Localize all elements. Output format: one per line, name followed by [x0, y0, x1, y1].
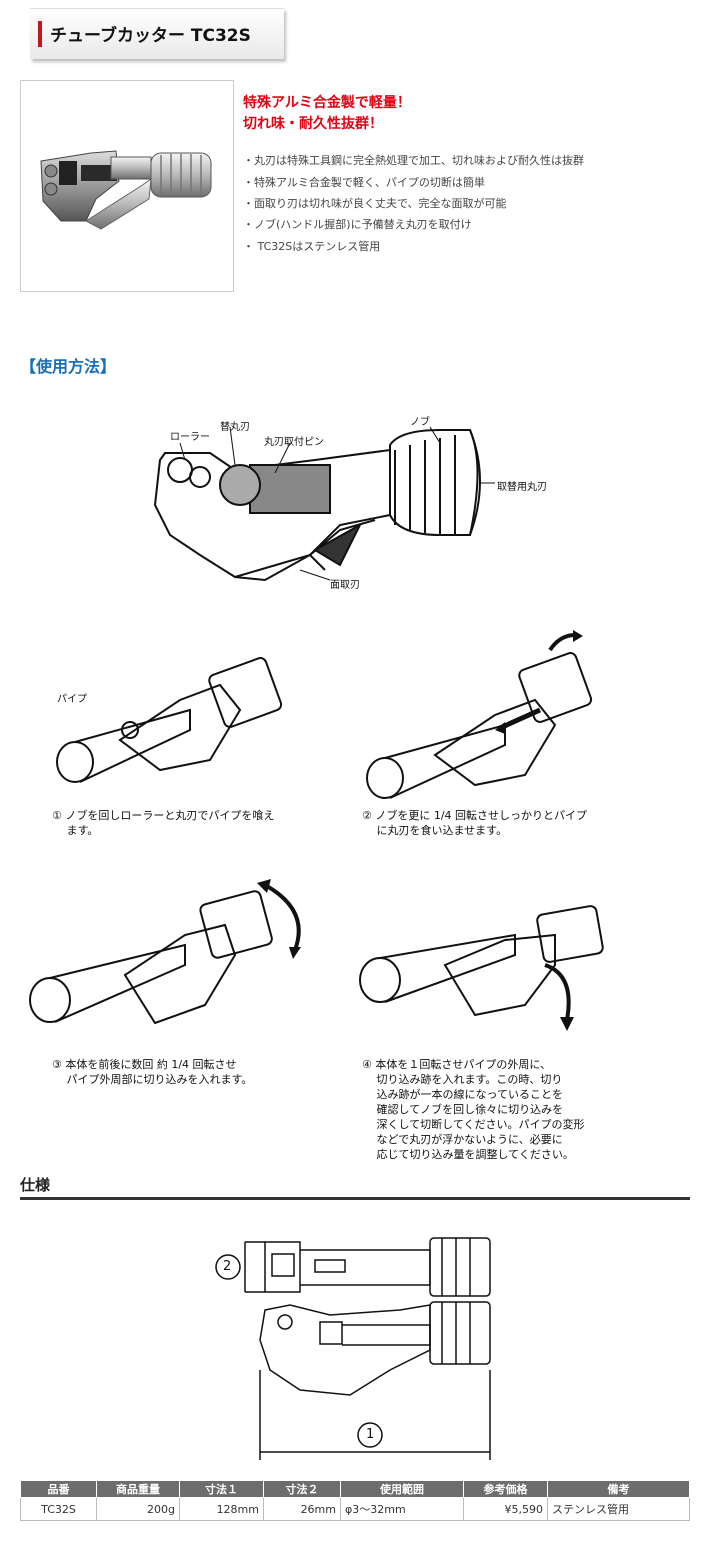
parts-diagram-drawing: [153, 426, 495, 582]
col-header-weight: 商品重量: [96, 1480, 180, 1498]
col-header-price: 参考価格: [463, 1480, 548, 1498]
spec-section-title: 仕様: [20, 1176, 51, 1194]
feature-item: ・特殊アルミ合金製で軽く、パイプの切断は簡単: [243, 176, 485, 189]
feature-item: ・ノブ(ハンドル握部)に予備替え丸刃を取付け: [243, 218, 472, 231]
tube-cutter-photo-image: [40, 150, 212, 230]
page-header: チューブカッター TC32S: [30, 8, 284, 59]
label-chamfer: 面取刃: [330, 580, 360, 591]
step4-drawing: [359, 905, 604, 1031]
step2-illustration: [355, 630, 615, 800]
catch-line-2: 切れ味・耐久性抜群！: [243, 116, 383, 132]
howto-section-title: 【使用方法】: [20, 357, 117, 376]
col-header-remarks: 備考: [547, 1480, 690, 1498]
label-blade: 替丸刃: [220, 422, 250, 433]
step3-illustration: [25, 875, 315, 1040]
step-2-text: ② ノブを更に 1/4 回転させしっかりとパイプ に丸刃を食い込ませます。: [362, 809, 588, 837]
dimension-1-label: 1: [366, 1427, 375, 1442]
col-header-dim2: 寸法２: [263, 1480, 341, 1498]
parts-diagram: [140, 405, 560, 595]
dimension-2-label: 2: [223, 1259, 232, 1274]
cell-price: ¥5,590: [463, 1497, 548, 1521]
col-header-range: 使用範囲: [340, 1480, 464, 1498]
step2-drawing: [366, 630, 593, 799]
dimension-diagram: [210, 1230, 500, 1465]
cell-dim2: 26mm: [263, 1497, 341, 1521]
feature-item: ・ TC32Sはステンレス管用: [243, 240, 381, 253]
step3-drawing: [29, 879, 301, 1025]
dimension-drawing: [215, 1237, 491, 1460]
header-accent-bar: [38, 21, 42, 47]
page-title: チューブカッター TC32S: [50, 26, 251, 46]
label-pipe: パイプ: [57, 694, 87, 705]
feature-item: ・面取り刃は切れ味が良く丈夫で、完全な面取が可能: [243, 197, 507, 210]
step1-illustration: [40, 630, 300, 800]
col-header-part-no: 品番: [20, 1480, 97, 1498]
step-1-text: ① ノブを回しローラーと丸刃でパイプを喰え ます。: [52, 809, 275, 837]
spec-divider: [20, 1197, 690, 1200]
catch-line-1: 特殊アルミ合金製で軽量！: [243, 95, 411, 111]
label-roller: ローラー: [170, 432, 210, 443]
label-spare-blade: 取替用丸刃: [497, 482, 547, 493]
product-photo: [20, 80, 234, 292]
cell-range: φ3～32mm: [340, 1497, 464, 1521]
step-4-text: ④ 本体を１回転させパイプの外周に、 切り込み跡を入れます。この時、切り 込み跡…: [362, 1058, 585, 1161]
spec-table: 品番 商品重量 寸法１ 寸法２ 使用範囲 参考価格 備考 TC32S 200g …: [20, 1480, 690, 1521]
step1-drawing: [56, 657, 283, 783]
cell-weight: 200g: [96, 1497, 180, 1521]
step-3-text: ③ 本体を前後に数回 約 1/4 回転させ パイプ外周部に切り込みを入れます。: [52, 1058, 253, 1086]
label-pin: 丸刃取付ピン: [264, 437, 324, 448]
cell-dim1: 128mm: [179, 1497, 264, 1521]
table-row: TC32S 200g 128mm 26mm φ3～32mm ¥5,590 ステン…: [20, 1497, 690, 1521]
cell-remarks: ステンレス管用: [547, 1497, 690, 1521]
feature-item: ・丸刃は特殊工具鋼に完全熱処理で加工、切れ味および耐久性は抜群: [243, 154, 584, 167]
col-header-dim1: 寸法１: [179, 1480, 264, 1498]
label-knob: ノブ: [410, 417, 430, 428]
table-header-row: 品番 商品重量 寸法１ 寸法２ 使用範囲 参考価格 備考: [20, 1480, 690, 1498]
step4-illustration: [355, 905, 615, 1035]
cell-part-no: TC32S: [20, 1497, 97, 1521]
